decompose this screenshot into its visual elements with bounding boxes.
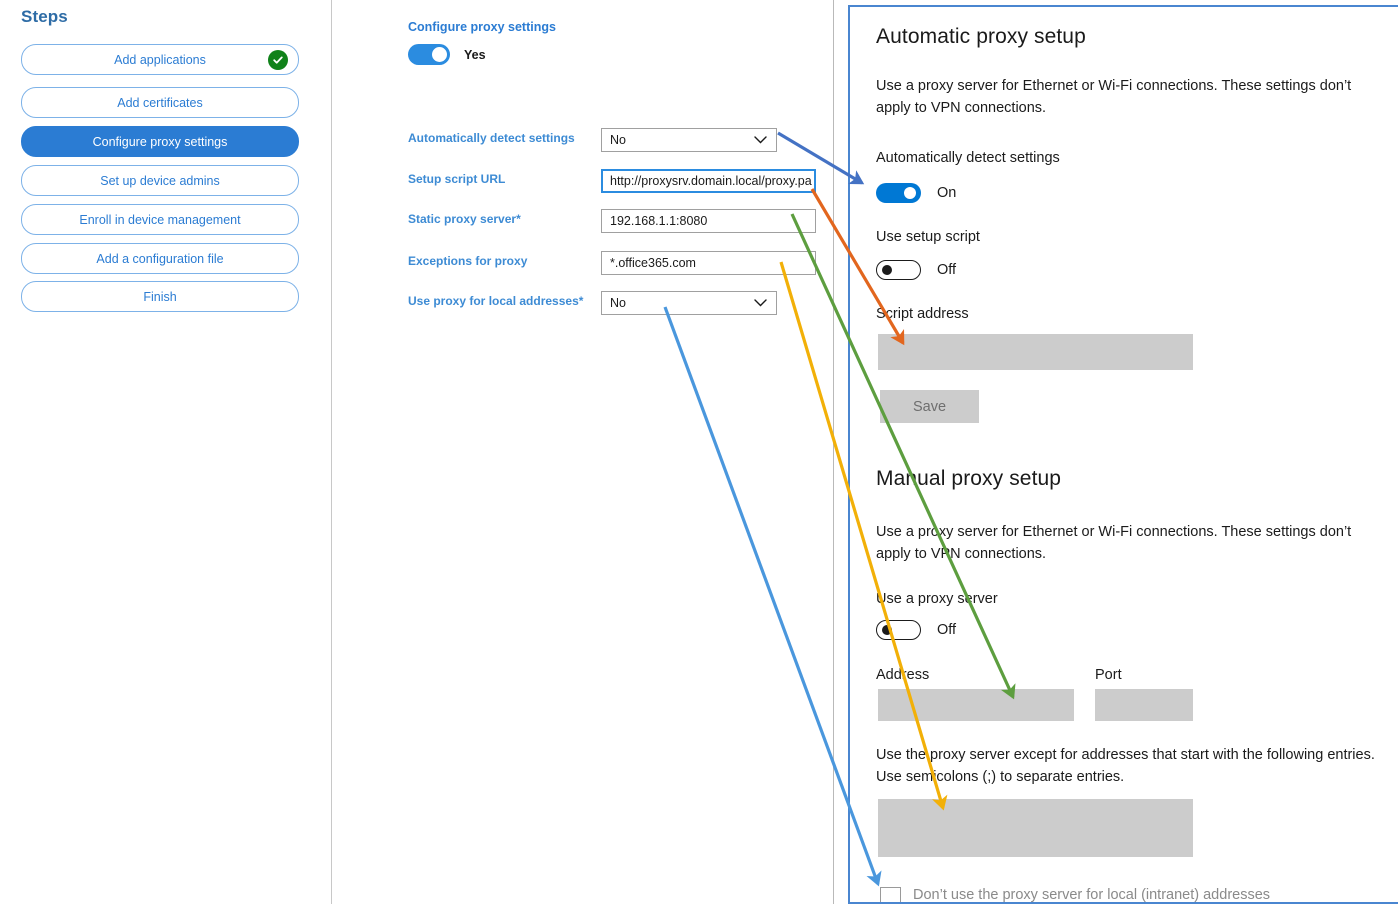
save-button-label: Save <box>912 398 947 415</box>
automatically-detect-settings-label: Automatically detect settings <box>876 150 1060 166</box>
form-row-use-proxy-for-local-addresses: Use proxy for local addresses* No <box>332 291 833 315</box>
required-marker: * <box>578 294 584 308</box>
manual-proxy-setup-heading: Manual proxy setup <box>876 467 1062 490</box>
manual-proxy-setup-description: Use a proxy server for Ethernet or Wi-Fi… <box>876 524 1352 562</box>
automatically-detect-settings-toggle[interactable] <box>876 183 921 203</box>
input-value: http://proxysrv.domain.local/proxy.pa <box>610 174 812 188</box>
use-proxy-for-local-addresses-select[interactable]: No <box>601 291 777 315</box>
step-label: Finish <box>143 289 177 304</box>
step-label: Add a configuration file <box>96 251 224 266</box>
toggle-knob <box>882 625 892 635</box>
form-label-setup-script-url: Setup script URL <box>408 172 506 186</box>
use-setup-script-toggle[interactable] <box>876 260 921 280</box>
save-button[interactable]: Save <box>880 390 979 423</box>
local-intranet-addresses-label: Don’t use the proxy server for local (in… <box>913 887 1271 903</box>
step-item-finish[interactable]: Finish <box>21 281 299 312</box>
step-item-add-a-configuration-file[interactable]: Add a configuration file <box>21 243 299 274</box>
windows-proxy-settings-panel: Automatic proxy setup Use a proxy server… <box>848 5 1398 904</box>
form-row-setup-script-url: Setup script URL http://proxysrv.domain.… <box>332 169 833 193</box>
form-label-use-proxy-for-local-addresses: Use proxy for local addresses* <box>408 294 584 308</box>
automatically-detect-settings-toggle-row: On <box>876 183 956 203</box>
static-proxy-server-input[interactable]: 192.168.1.1:8080 <box>601 209 816 233</box>
required-marker: * <box>516 212 521 226</box>
configure-proxy-settings-toggle[interactable] <box>408 44 450 65</box>
port-input[interactable] <box>1095 689 1193 721</box>
check-circle-icon <box>268 49 288 70</box>
form-row-exceptions-for-proxy: Exceptions for proxy *.office365.com <box>332 251 833 275</box>
exceptions-input[interactable] <box>878 799 1193 857</box>
toggle-knob <box>882 265 892 275</box>
use-a-proxy-server-label: Use a proxy server <box>876 591 998 607</box>
toggle-knob <box>432 47 447 62</box>
step-item-add-certificates[interactable]: Add certificates <box>21 87 299 118</box>
chevron-down-icon <box>754 296 767 310</box>
chevron-down-icon <box>754 133 767 147</box>
automatically-detect-settings-state: On <box>937 185 957 201</box>
use-a-proxy-server-toggle[interactable] <box>876 620 921 640</box>
script-address-label: Script address <box>876 306 969 322</box>
use-setup-script-label: Use setup script <box>876 229 980 245</box>
address-input[interactable] <box>878 689 1074 721</box>
step-label: Add certificates <box>117 95 203 110</box>
step-item-add-applications[interactable]: Add applications <box>21 44 299 75</box>
form-label-exceptions-for-proxy: Exceptions for proxy <box>408 254 528 268</box>
panel-divider <box>833 0 834 904</box>
automatic-proxy-setup-description: Use a proxy server for Ethernet or Wi-Fi… <box>876 78 1352 116</box>
configure-proxy-settings-toggle-label: Yes <box>464 47 486 62</box>
step-label: Add applications <box>114 52 206 67</box>
select-value: No <box>610 296 626 310</box>
step-item-configure-proxy-settings[interactable]: Configure proxy settings <box>21 126 299 157</box>
steps-panel: Steps Add applications Add certificates … <box>0 0 332 904</box>
address-label: Address <box>876 667 930 683</box>
step-label: Configure proxy settings <box>92 134 228 149</box>
input-value: 192.168.1.1:8080 <box>610 214 708 228</box>
step-item-enroll-in-device-management[interactable]: Enroll in device management <box>21 204 299 235</box>
step-item-set-up-device-admins[interactable]: Set up device admins <box>21 165 299 196</box>
setup-script-url-input[interactable]: http://proxysrv.domain.local/proxy.pa <box>601 169 816 193</box>
local-intranet-addresses-checkbox[interactable] <box>880 887 901 902</box>
automatic-proxy-setup-heading: Automatic proxy setup <box>876 25 1086 48</box>
steps-panel-title: Steps <box>21 7 68 26</box>
form-label-automatically-detect-settings: Automatically detect settings <box>408 131 575 145</box>
form-row-automatically-detect-settings: Automatically detect settings No <box>332 128 833 152</box>
use-setup-script-toggle-row: Off <box>876 260 956 280</box>
script-address-input[interactable] <box>878 334 1193 370</box>
form-title: Configure proxy settings <box>408 20 556 34</box>
exceptions-description: Use the proxy server except for addresse… <box>876 747 1375 785</box>
form-label-static-proxy-server: Static proxy server* <box>408 212 521 226</box>
step-label: Set up device admins <box>100 173 220 188</box>
select-value: No <box>610 133 626 147</box>
configure-proxy-settings-toggle-row: Yes <box>408 44 486 65</box>
step-label: Enroll in device management <box>79 212 241 227</box>
proxy-configuration-form: Configure proxy settings Yes Automatical… <box>332 0 833 904</box>
form-row-static-proxy-server: Static proxy server* 192.168.1.1:8080 <box>332 209 833 233</box>
use-a-proxy-server-toggle-row: Off <box>876 620 956 640</box>
toggle-knob <box>904 187 916 199</box>
use-setup-script-state: Off <box>937 262 957 278</box>
exceptions-for-proxy-input[interactable]: *.office365.com <box>601 251 816 275</box>
automatically-detect-settings-select[interactable]: No <box>601 128 777 152</box>
input-value: *.office365.com <box>610 256 696 270</box>
use-a-proxy-server-state: Off <box>937 622 957 638</box>
port-label: Port <box>1095 667 1122 683</box>
